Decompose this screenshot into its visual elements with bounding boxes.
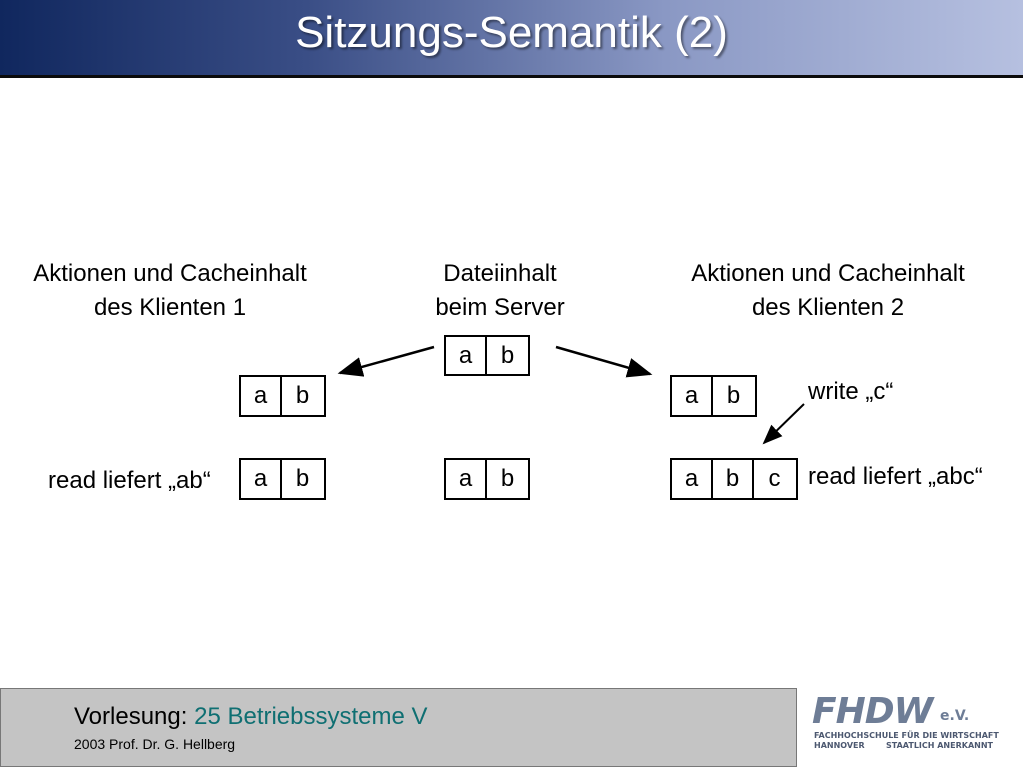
- footer-prefix: Vorlesung:: [74, 703, 188, 730]
- footer-course-line: Vorlesung: 25 Betriebssysteme V: [74, 703, 428, 731]
- title-underline: [0, 75, 1023, 78]
- client1-label: Aktionen und Cacheinhalt des Klienten 1: [10, 257, 330, 325]
- cell-a: a: [446, 337, 487, 374]
- cell-b: b: [713, 460, 754, 498]
- client2-label-line2: des Klienten 2: [751, 294, 905, 321]
- server-label: Dateiinhalt beim Server: [400, 257, 600, 325]
- server-label-line2: beim Server: [435, 294, 565, 321]
- logo-line1: FACHHOCHSCHULE FÜR DIE WIRTSCHAFT: [814, 731, 999, 740]
- write-note-client2: write „c“: [808, 378, 894, 405]
- server-label-line1: Dateiinhalt: [443, 260, 557, 287]
- logo-line3: STAATLICH ANERKANNT: [886, 741, 993, 750]
- client2-cache-row1: a b: [670, 375, 757, 417]
- logo-sub: e.V.: [940, 708, 970, 724]
- footer-course: 25 Betriebssysteme V: [194, 703, 428, 730]
- cell-b: b: [500, 465, 515, 492]
- footer-credit: 2003 Prof. Dr. G. Hellberg: [74, 736, 236, 752]
- logo-line2: HANNOVER: [814, 741, 865, 750]
- slide-title: Sitzungs-Semantik (2): [295, 8, 728, 57]
- cell-a: a: [672, 460, 713, 498]
- cell-a: a: [241, 377, 282, 415]
- client2-label: Aktionen und Cacheinhalt des Klienten 2: [668, 257, 988, 325]
- title-bar: [0, 0, 1023, 76]
- arrow-write-to-cache: [762, 403, 805, 445]
- footer-bar: Vorlesung: 25 Betriebssysteme V 2003 Pro…: [0, 688, 797, 767]
- cell-b: b: [500, 341, 515, 369]
- cell-b: b: [295, 465, 310, 492]
- cell-c: c: [768, 465, 781, 492]
- client1-cache-row2: a b: [239, 458, 326, 500]
- cell-a: a: [241, 460, 282, 498]
- client1-cache-row1: a b: [239, 375, 326, 417]
- read-note-client1: read liefert „ab“: [48, 467, 211, 494]
- server-cache-initial: a b: [444, 335, 530, 376]
- client2-cache-row2: a b c: [670, 458, 798, 500]
- cell-b: b: [726, 382, 741, 409]
- server-cache-row2: a b: [444, 458, 530, 500]
- fhdw-logo: FHDW e.V. FACHHOCHSCHULE FÜR DIE WIRTSCH…: [810, 691, 999, 754]
- arrow-server-to-client1: [337, 345, 435, 377]
- cell-b: b: [295, 382, 310, 409]
- cell-a: a: [672, 377, 713, 415]
- arrow-server-to-client2: [555, 345, 653, 378]
- client1-label-line1: Aktionen und Cacheinhalt: [33, 260, 307, 287]
- client2-label-line1: Aktionen und Cacheinhalt: [691, 260, 965, 287]
- read-note-client2: read liefert „abc“: [808, 463, 983, 490]
- cell-a: a: [446, 460, 487, 498]
- logo-main: FHDW: [812, 691, 933, 732]
- client1-label-line2: des Klienten 1: [93, 294, 247, 321]
